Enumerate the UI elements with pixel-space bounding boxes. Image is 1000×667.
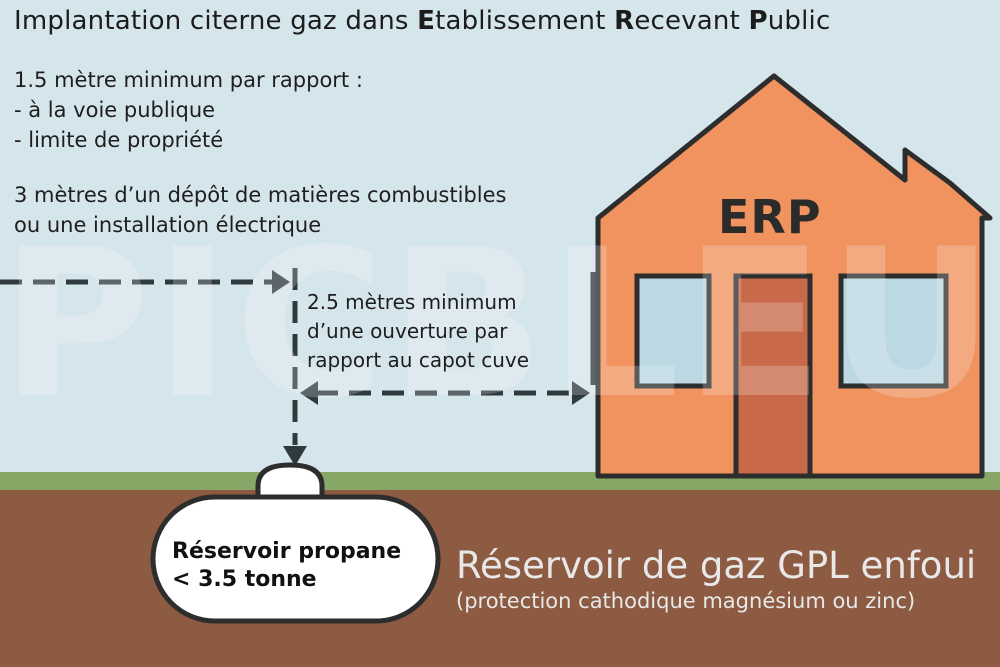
rule-public-road: 1.5 mètre minimum par rapport : - à la v… [14, 65, 363, 155]
note-line: rapport au capot cuve [307, 348, 530, 372]
window-left [634, 273, 712, 389]
rule-line: ou une installation électrique [14, 213, 322, 237]
rule-line: - limite de propriété [14, 128, 224, 152]
page-title: Implantation citerne gaz dans Etablissem… [14, 6, 831, 36]
erp-building [595, 73, 993, 479]
tank-label-line: Réservoir propane [172, 539, 402, 564]
rule-line: - à la voie publique [14, 98, 216, 122]
rule-line: 3 mètres d’un dépôt de matières combusti… [14, 183, 507, 207]
opening-distance-note: 2.5 mètres minimum d’une ouverture par r… [307, 288, 529, 375]
window-right [838, 273, 949, 389]
distance-arrow-horizontal-top [0, 270, 290, 294]
note-line: 2.5 mètres minimum [307, 290, 517, 314]
tank-label-line: < 3.5 tonne [172, 567, 317, 592]
erp-label: ERP [718, 190, 822, 244]
rule-combustibles: 3 mètres d’un dépôt de matières combusti… [14, 180, 506, 240]
watermark: PICBLEU [0, 206, 999, 444]
buried-tank-title: Réservoir de gaz GPL enfoui [456, 544, 977, 587]
door [733, 273, 813, 479]
tank-body [150, 494, 441, 624]
rule-line: 1.5 mètre minimum par rapport : [14, 68, 363, 92]
note-line: d’une ouverture par [307, 319, 508, 343]
buried-tank-subtitle: (protection cathodique magnésium ou zinc… [456, 589, 916, 613]
tank-dome [255, 462, 325, 503]
distance-arrow-vertical [283, 268, 307, 466]
tank-label: Réservoir propane < 3.5 tonne [172, 538, 401, 594]
propane-tank [150, 462, 441, 624]
distance-arrow-opening [300, 381, 590, 405]
